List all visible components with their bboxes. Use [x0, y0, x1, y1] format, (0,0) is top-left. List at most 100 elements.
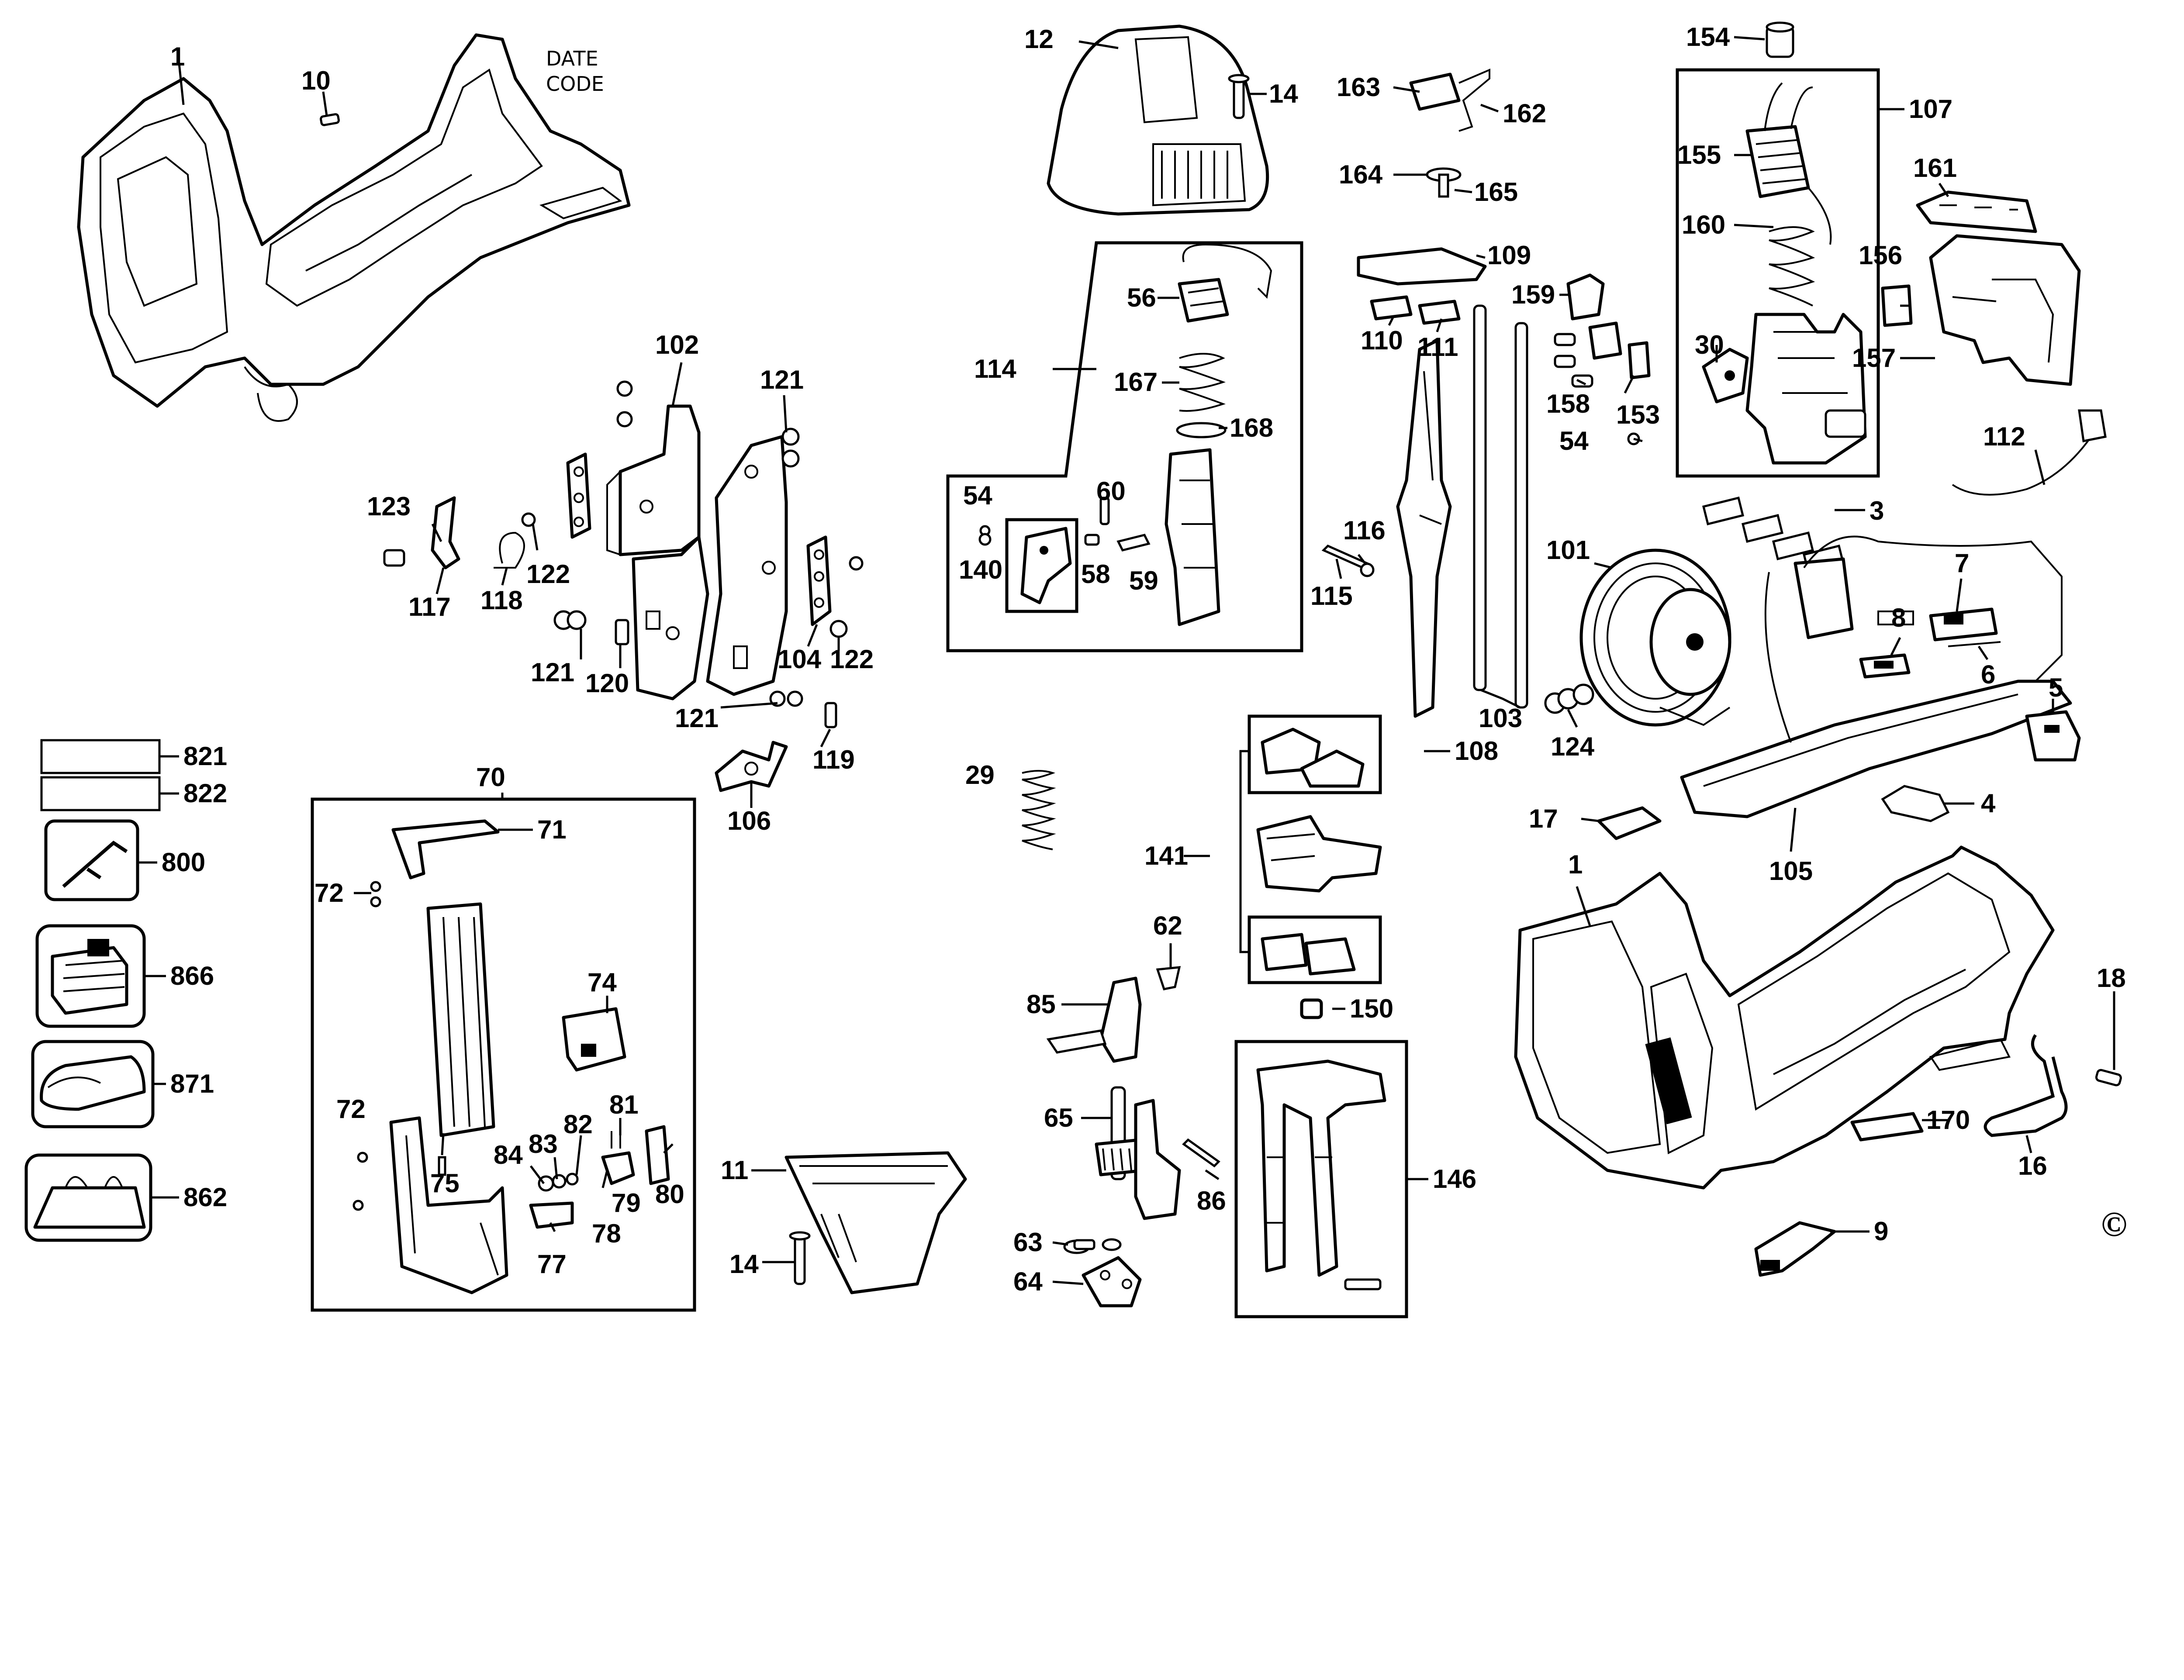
callout-123: 123: [367, 492, 411, 521]
callout-79: 79: [612, 1188, 641, 1218]
callout-124: 124: [1551, 732, 1595, 761]
callout-155: 155: [1677, 140, 1721, 169]
contact-trip-146: [1256, 1059, 1386, 1290]
callout-110: 110: [1361, 326, 1403, 355]
label-800-small: [1825, 409, 1866, 438]
switch-155: [1745, 82, 1832, 245]
cap-150: [1300, 998, 1323, 1019]
callout-120: 120: [585, 669, 629, 698]
callout-153: 153: [1616, 400, 1660, 429]
frame-140: [1005, 518, 1078, 613]
frame-141a: [1248, 714, 1382, 794]
pin-14-bottom: [789, 1231, 811, 1285]
callout-119: 119: [812, 745, 855, 774]
pad-17: [1597, 806, 1662, 840]
callout-167: 167: [1114, 367, 1158, 397]
callout-112: 112: [1983, 422, 2025, 451]
screws-58-59-60: [978, 497, 1151, 552]
callout-86: 86: [1197, 1186, 1226, 1215]
follower-74: [562, 1007, 626, 1072]
callout-59: 59: [1129, 566, 1158, 595]
hook-16: [1984, 1034, 2068, 1137]
pads-141-top: [1261, 728, 1365, 788]
actuator-30: [1702, 348, 1749, 404]
lever-117-123: [383, 496, 460, 569]
spring-118: [494, 531, 525, 569]
pin-86: [1182, 1138, 1220, 1168]
clip-4: [1881, 785, 1950, 822]
washer-168: [1176, 422, 1227, 438]
date-code-line-1: DATE: [546, 47, 598, 70]
adjuster-65: [1095, 1086, 1181, 1220]
housing-half-right: [1514, 845, 2055, 1190]
spring-160: [1769, 226, 1815, 307]
battery-866: [35, 924, 146, 1028]
callout-60: 60: [1096, 476, 1126, 506]
callout-822: 822: [183, 779, 227, 808]
callout-107: 107: [1909, 94, 1952, 124]
callout-121c: 121: [675, 704, 719, 733]
callout-labels: 1 10 12 14 163 162 164 165 154 107 155 1…: [162, 22, 2127, 1296]
callout-160: 160: [1682, 210, 1725, 239]
callout-140: 140: [959, 555, 1002, 584]
callout-122a: 122: [526, 559, 570, 589]
callout-84: 84: [494, 1140, 523, 1169]
bag-862: [24, 1153, 152, 1242]
callout-77: 77: [537, 1249, 567, 1279]
frame-141b: [1248, 915, 1382, 984]
callout-871: 871: [170, 1069, 214, 1098]
callout-161: 161: [1913, 153, 1957, 183]
callout-4: 4: [1981, 789, 1996, 818]
driver-guide: [1165, 448, 1220, 626]
callout-1a: 1: [170, 42, 185, 71]
callout-1b: 1: [1568, 850, 1583, 879]
screws-72: [352, 881, 381, 1211]
label-170: [1850, 1112, 1924, 1142]
callout-54a: 54: [963, 481, 992, 510]
callout-65: 65: [1044, 1103, 1073, 1132]
callout-104: 104: [778, 645, 822, 674]
callout-16: 16: [2018, 1151, 2047, 1180]
callout-122b: 122: [830, 645, 874, 674]
callout-72a: 72: [314, 878, 344, 907]
callout-821: 821: [183, 742, 227, 771]
latch-140: [1020, 527, 1072, 604]
callout-109: 109: [1487, 241, 1531, 270]
screw-164-165: [1426, 167, 1462, 198]
callout-8: 8: [1891, 603, 1906, 632]
driver-blade-108: [1396, 339, 1452, 718]
callout-121b: 121: [531, 658, 574, 687]
magazine-base: [389, 1116, 508, 1294]
callout-862: 862: [183, 1183, 227, 1212]
bracket-106: [715, 741, 788, 792]
spring-29: [1022, 770, 1056, 850]
callout-14b: 14: [729, 1249, 759, 1279]
callout-72b: 72: [336, 1094, 366, 1124]
callout-63: 63: [1013, 1228, 1043, 1257]
cap-62: [1156, 966, 1181, 990]
pin-14-top: [1228, 74, 1250, 119]
callout-75: 75: [430, 1169, 460, 1198]
magazine-rail: [426, 902, 495, 1137]
spring-6: [1948, 641, 2001, 647]
label-821: [40, 739, 161, 774]
frame-107: [1676, 68, 1880, 478]
callout-14a: 14: [1269, 79, 1298, 108]
charger-871: [31, 1040, 155, 1128]
callout-162: 162: [1503, 99, 1546, 128]
callout-114: 114: [974, 354, 1016, 383]
screw-120: [615, 619, 629, 645]
callout-29: 29: [965, 760, 995, 790]
motor-101: [1579, 549, 1731, 727]
small-parts-75-84: [438, 1125, 670, 1229]
callout-141: 141: [1144, 841, 1188, 870]
callout-85: 85: [1026, 990, 1056, 1019]
bracket-162-163: [1409, 68, 1490, 132]
callout-81: 81: [609, 1090, 639, 1119]
callout-64: 64: [1013, 1267, 1043, 1296]
callout-106: 106: [727, 806, 771, 835]
cap-71: [391, 819, 500, 880]
callout-170: 170: [1926, 1105, 1970, 1135]
housing-157: [1929, 234, 2081, 386]
bracket-161: [1916, 190, 2037, 233]
